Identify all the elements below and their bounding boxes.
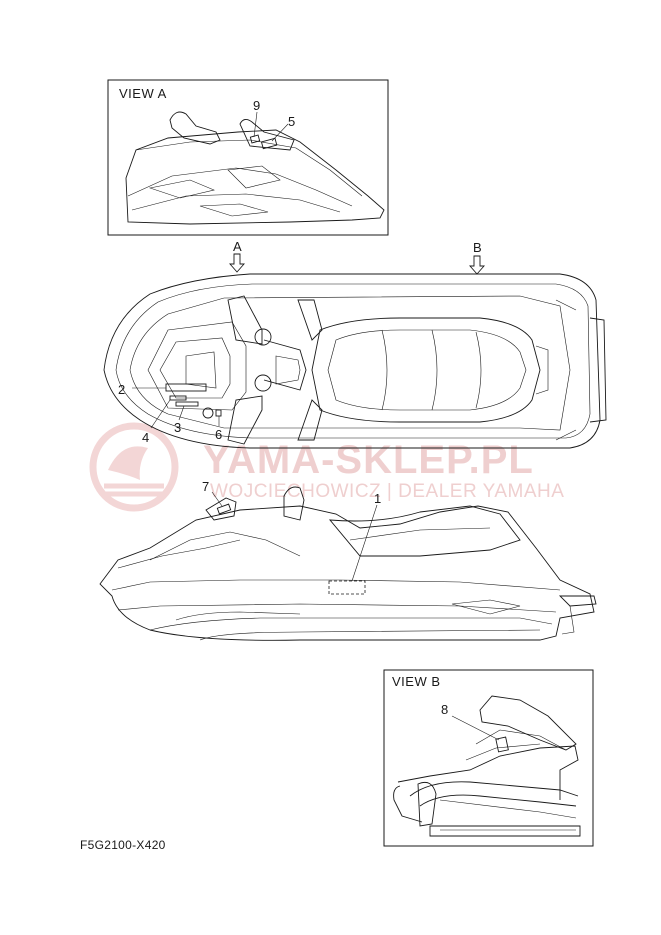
view-arrow-a: A: [229, 239, 245, 273]
callout-6: 6: [215, 427, 222, 442]
watermark-title: YAMA-SKLEP.PL: [203, 438, 534, 482]
callout-9: 9: [253, 98, 260, 113]
view-a-frame: [107, 79, 389, 236]
top-view-watercraft: 2 4 3 6: [103, 273, 607, 449]
callout-2: 2: [118, 382, 125, 397]
callout-8: 8: [441, 702, 448, 717]
watermark-subtitle: WOJCIECHOWICZ | DEALER YAMAHA: [210, 481, 564, 502]
side-view-watercraft: 7 1: [99, 479, 597, 641]
callout-4: 4: [142, 430, 149, 445]
arrow-a-label: A: [233, 239, 242, 254]
callout-1: 1: [374, 491, 381, 506]
watermark-logo: [89, 422, 179, 512]
callout-3: 3: [174, 420, 181, 435]
view-b-inset: VIEW B 8: [383, 669, 594, 847]
view-a-inset: VIEW A 9 5: [107, 79, 389, 236]
callout-7: 7: [202, 479, 209, 494]
view-b-frame: [383, 669, 594, 847]
arrow-b-label: B: [473, 240, 482, 255]
view-b-title: VIEW B: [392, 674, 441, 689]
view-arrow-b: B: [469, 240, 485, 275]
diagram-code: F5G2100-X420: [80, 838, 166, 852]
view-a-title: VIEW A: [119, 86, 167, 101]
callout-5: 5: [288, 114, 295, 129]
